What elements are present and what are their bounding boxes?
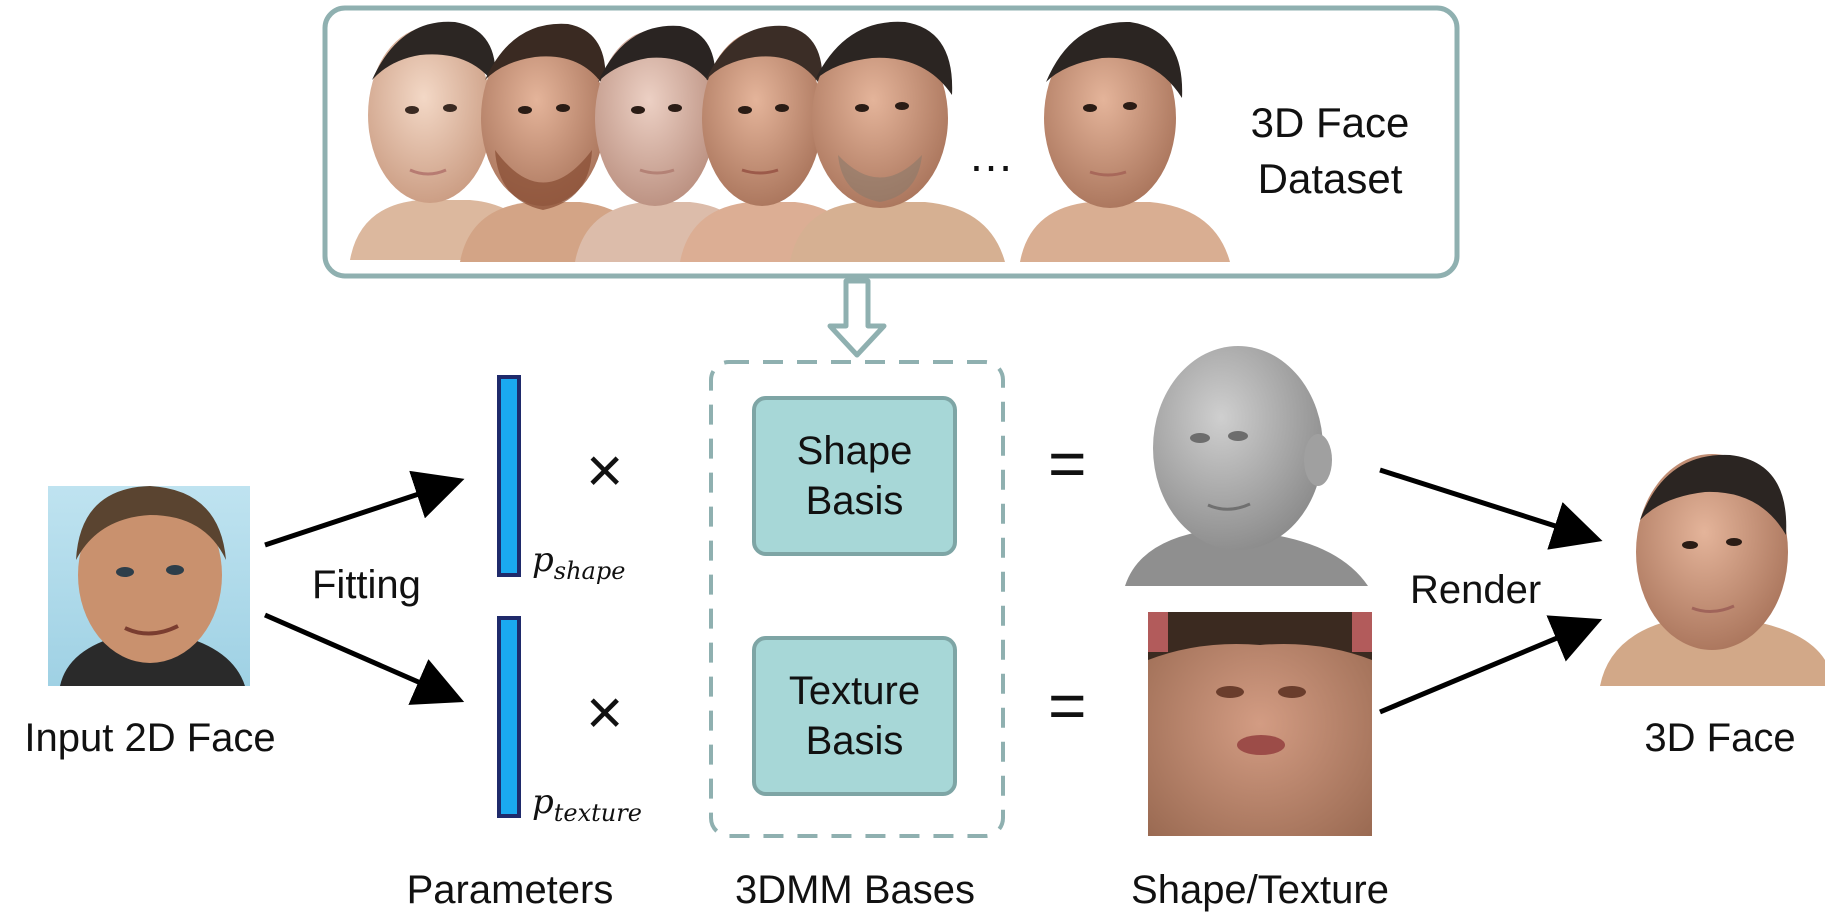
render-arrow-lower xyxy=(1379,615,1603,715)
shape-basis-line2: Basis xyxy=(805,479,904,523)
shape-basis-box: Shape Basis xyxy=(752,396,957,556)
shape-parameter-bar xyxy=(497,375,521,577)
texture-parameter-label: ptexture xyxy=(532,782,642,827)
equals-operator-shape: = xyxy=(1048,426,1087,500)
input-face-photo xyxy=(48,486,250,686)
dataset-title-line1: 3D Face xyxy=(1250,99,1410,146)
parameters-label: Parameters xyxy=(406,868,614,912)
dataset-face-6 xyxy=(1020,21,1230,262)
dataset-title-line2: Dataset xyxy=(1257,155,1403,202)
input-face-label: Input 2D Face xyxy=(24,716,276,760)
texture-basis-line1: Texture xyxy=(788,669,921,713)
render-arrow-upper xyxy=(1379,467,1603,550)
texture-basis-line2: Basis xyxy=(805,719,904,763)
dataset-face-4 xyxy=(680,25,865,262)
shape-texture-label: Shape/Texture xyxy=(1131,868,1389,912)
fitting-arrow-lower xyxy=(263,612,465,705)
bases-label: 3DMM Bases xyxy=(734,868,976,912)
param-symbol: p xyxy=(532,782,554,822)
render-label: Render xyxy=(1410,568,1542,612)
dataset-title: 3D Face Dataset xyxy=(1210,95,1450,207)
texture-basis-box: Texture Basis xyxy=(752,636,957,796)
dataset-ellipsis: … xyxy=(968,129,1014,181)
fitting-arrow-upper xyxy=(264,470,465,548)
shape-basis-line1: Shape xyxy=(796,429,913,473)
output-3d-face xyxy=(1600,454,1825,686)
dataset-to-bases-arrow xyxy=(827,278,887,358)
times-operator-texture: × xyxy=(586,676,624,748)
shape-parameter-label: pshape xyxy=(532,540,625,585)
texture-subscript: texture xyxy=(553,798,642,827)
dataset-face-5 xyxy=(790,21,1005,262)
output-face-label: 3D Face xyxy=(1644,716,1796,760)
texture-map xyxy=(1148,612,1372,836)
shape-subscript: shape xyxy=(553,556,626,585)
fitting-label: Fitting xyxy=(312,563,421,607)
times-operator-shape: × xyxy=(586,434,624,506)
param-symbol: p xyxy=(532,540,554,580)
shape-mesh-render xyxy=(1125,346,1368,586)
equals-operator-texture: = xyxy=(1048,668,1087,742)
texture-parameter-bar xyxy=(497,616,521,818)
